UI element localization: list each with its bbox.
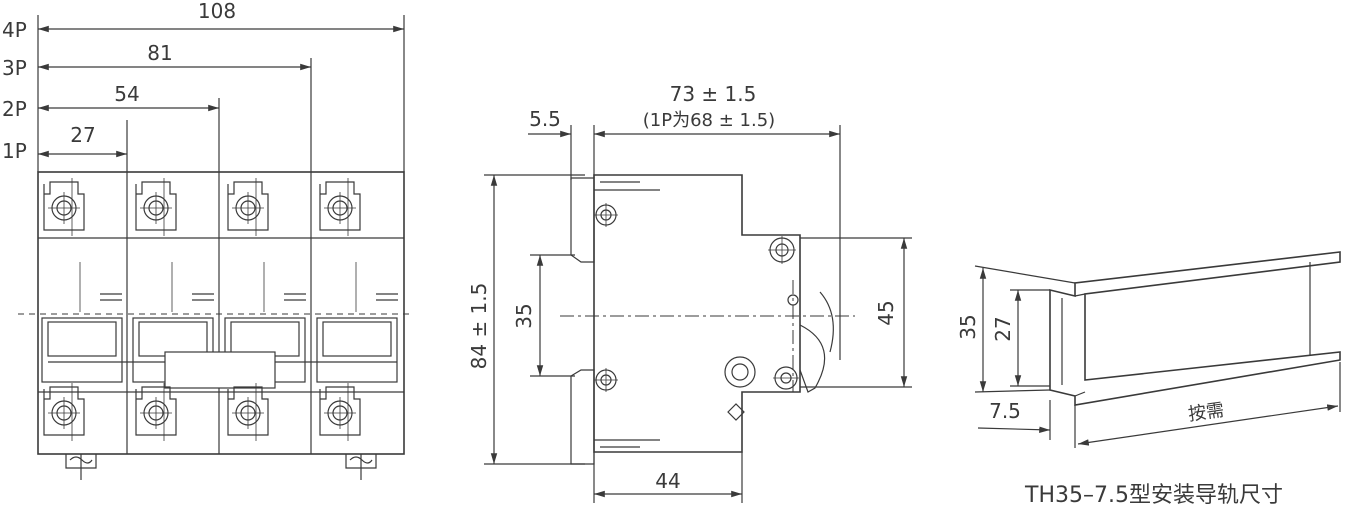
dim-width-4p: 108 [198, 0, 236, 23]
dim-depth-overall: 73 ± 1.5 [670, 82, 757, 106]
terminal-screw-icon [319, 383, 361, 441]
rail-length-label: 按需 [1187, 400, 1226, 426]
dim-bottom: 44 [655, 469, 680, 493]
terminal-screw-icon [319, 178, 361, 236]
dim-width-2p: 54 [114, 82, 139, 106]
dim-width-1p: 27 [70, 123, 95, 147]
dim-depth-note: (1P为68 ± 1.5) [643, 110, 775, 131]
dim-width-3p: 81 [147, 41, 172, 65]
front-view: 4P 3P 2P 1P 108 81 54 27 [2, 0, 410, 480]
rail-dim-depth: 7.5 [989, 399, 1021, 423]
terminal-screw-icon [135, 383, 177, 441]
terminal-screw-icon [227, 178, 269, 236]
pole-label-4p: 4P [2, 18, 27, 42]
rail-view: 35 27 7.5 按需 TH35–7.5型安装导轨尺寸 [956, 251, 1341, 508]
side-view: 73 ± 1.5 (1P为68 ± 1.5) 5.5 84 ± 1.5 35 [467, 82, 912, 503]
rail-caption: TH35–7.5型安装导轨尺寸 [1024, 483, 1283, 508]
dim-height: 84 ± 1.5 [467, 283, 491, 370]
pole-label-2p: 2P [2, 97, 27, 121]
terminal-screw-icon [227, 383, 269, 441]
dim-offset: 5.5 [529, 107, 561, 131]
rail-dim-inner: 27 [991, 316, 1015, 341]
dim-rail: 35 [512, 303, 536, 328]
rail-dim-height: 35 [956, 314, 980, 339]
terminal-screw-icon [135, 178, 177, 236]
dim-right: 45 [874, 300, 898, 325]
terminal-screw-icon [43, 178, 85, 236]
terminal-screw-icon [43, 383, 85, 441]
pole-label-1p: 1P [2, 139, 27, 163]
pole-label-3p: 3P [2, 56, 27, 80]
